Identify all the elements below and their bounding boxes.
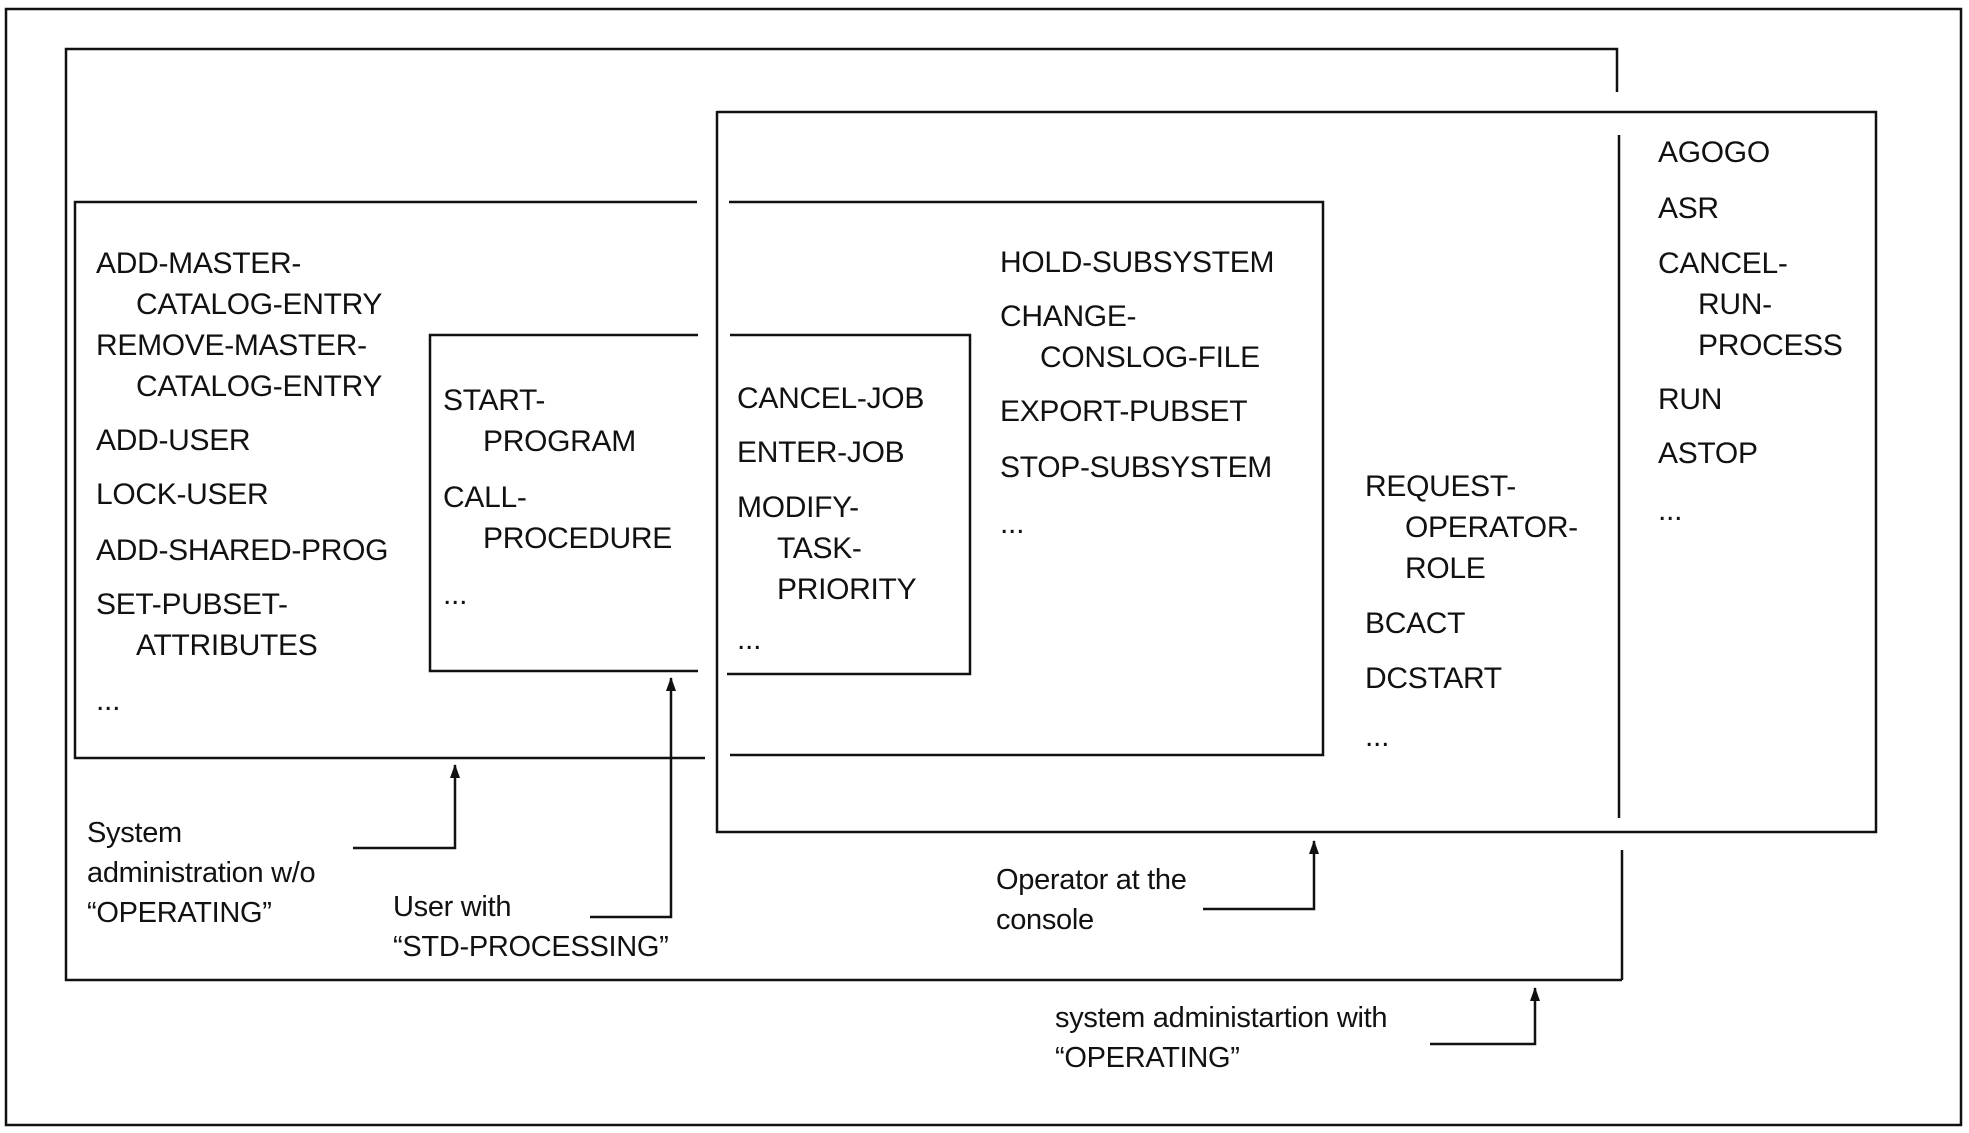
command-item: ... <box>1658 494 1683 527</box>
command-item: DCSTART <box>1365 662 1502 695</box>
command-item: ... <box>96 684 121 717</box>
arrow-sysadmin <box>353 764 460 850</box>
command-item: AGOGO <box>1658 136 1770 169</box>
command-item: CHANGE- <box>1000 300 1137 333</box>
shared-command-list: CANCEL-JOB ENTER-JOB MODIFY- TASK- PRIOR… <box>737 378 924 660</box>
box-sysadmin <box>73 200 705 760</box>
command-item: ... <box>1365 720 1390 753</box>
command-item: ENTER-JOB <box>737 436 905 469</box>
label-user-std-processing: User with “STD-PROCESSING” <box>393 887 669 967</box>
command-item: CALL- <box>443 481 527 514</box>
arrow-operator <box>1203 840 1319 911</box>
operating-command-list: REQUEST- OPERATOR- ROLE BCACT DCSTART ..… <box>1365 466 1578 757</box>
label-line: “STD-PROCESSING” <box>393 931 669 963</box>
command-item: ATTRIBUTES <box>136 629 318 662</box>
label-operator-console: Operator at the console <box>996 860 1187 940</box>
command-item: MODIFY- <box>737 491 859 524</box>
command-item: TASK- <box>777 532 862 565</box>
command-item: OPERATOR- <box>1405 511 1578 544</box>
box-operator-console <box>715 110 1878 834</box>
arrow-user <box>590 677 676 919</box>
command-item: ADD-MASTER- <box>96 247 302 280</box>
label-line: administration w/o <box>87 857 316 889</box>
label-line: User with <box>393 891 512 923</box>
label-line: System <box>87 817 182 849</box>
command-item: RUN <box>1658 383 1723 416</box>
command-item: ADD-USER <box>96 424 251 457</box>
command-item: EXPORT-PUBSET <box>1000 395 1248 428</box>
box-sysadmin-operating <box>64 47 1622 982</box>
command-item: CATALOG-ENTRY <box>136 370 383 403</box>
arrow-sysadmin-operating <box>1430 987 1540 1046</box>
command-item: CANCEL-JOB <box>737 382 925 415</box>
command-item: HOLD-SUBSYSTEM <box>1000 246 1275 279</box>
command-item: ... <box>737 623 762 656</box>
label-sysadmin-wo-operating: System administration w/o “OPERATING” <box>87 813 316 933</box>
console-command-list: AGOGO ASR CANCEL- RUN- PROCESS RUN ASTOP… <box>1658 132 1843 531</box>
command-item: BCACT <box>1365 607 1466 640</box>
command-item: ADD-SHARED-PROG <box>96 534 389 567</box>
sysadmin-command-list: ADD-MASTER- CATALOG-ENTRY REMOVE-MASTER-… <box>96 243 389 721</box>
label-line: “OPERATING” <box>1055 1042 1240 1074</box>
label-line: console <box>996 904 1094 936</box>
command-item: PROCEDURE <box>483 522 672 555</box>
label-line: “OPERATING” <box>87 897 272 929</box>
command-item: ROLE <box>1405 552 1486 585</box>
command-item: START- <box>443 384 546 417</box>
command-item: CATALOG-ENTRY <box>136 288 383 321</box>
command-item: PROCESS <box>1698 329 1843 362</box>
command-item: LOCK-USER <box>96 478 269 511</box>
command-item: ASR <box>1658 192 1719 225</box>
figure-frame <box>4 7 1963 1127</box>
command-item: REQUEST- <box>1365 470 1516 503</box>
command-item: STOP-SUBSYSTEM <box>1000 451 1272 484</box>
command-item: SET-PUBSET- <box>96 588 288 621</box>
command-item: ASTOP <box>1658 437 1758 470</box>
user-command-list: START- PROGRAM CALL- PROCEDURE ... <box>443 380 672 615</box>
sysadmin-operator-command-list: HOLD-SUBSYSTEM CHANGE- CONSLOG-FILE EXPO… <box>1000 242 1274 544</box>
command-item: CONSLOG-FILE <box>1040 341 1260 374</box>
command-item: RUN- <box>1698 288 1772 321</box>
command-item: PRIORITY <box>777 573 917 606</box>
command-item: REMOVE-MASTER- <box>96 329 367 362</box>
command-item: ... <box>443 578 468 611</box>
label-sysadmin-with-operating: system administartion with “OPERATING” <box>1055 998 1388 1078</box>
command-item: PROGRAM <box>483 425 636 458</box>
command-item: ... <box>1000 507 1025 540</box>
label-line: Operator at the <box>996 864 1187 896</box>
command-item: CANCEL- <box>1658 247 1788 280</box>
label-line: system administartion with <box>1055 1002 1388 1034</box>
box-user <box>428 333 698 673</box>
